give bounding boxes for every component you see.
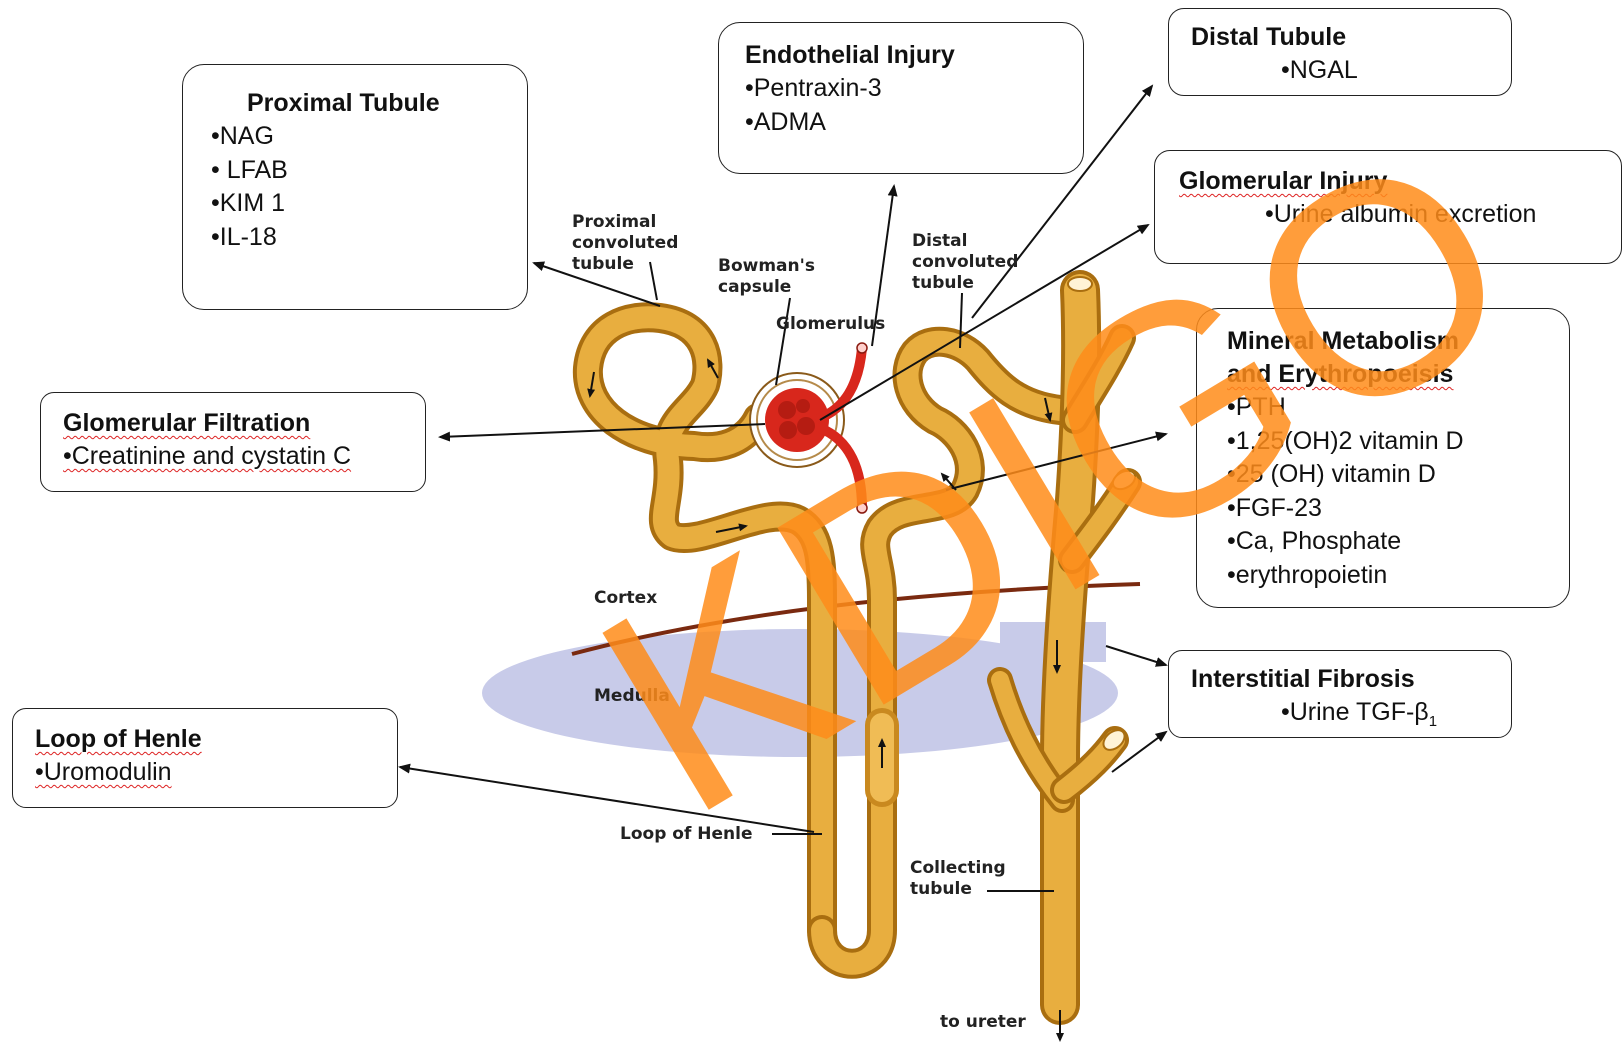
proximal-item: •IL-18 xyxy=(211,221,527,255)
proximal-tubule-title: Proximal Tubule xyxy=(211,87,527,120)
to-ureter-label: to ureter xyxy=(940,1012,1026,1033)
loop-of-henle-item: •Uromodulin xyxy=(35,756,397,790)
loop-of-henle-box: Loop of Henle •Uromodulin xyxy=(12,708,398,808)
proximal-item: • LFAB xyxy=(211,154,527,188)
endothelial-injury-box: Endothelial Injury •Pentraxin-3 •ADMA xyxy=(718,22,1084,174)
distal-tubule-box: Distal Tubule •NGAL xyxy=(1168,8,1512,96)
endothelial-item: •Pentraxin-3 xyxy=(745,72,1083,106)
distal-tubule-title: Distal Tubule xyxy=(1191,21,1511,54)
interstitial-fibrosis-title: Interstitial Fibrosis xyxy=(1191,663,1511,696)
distal-item: •NGAL xyxy=(1191,54,1511,88)
endothelial-injury-title: Endothelial Injury xyxy=(745,39,1083,72)
mineral-item: •erythropoietin xyxy=(1227,559,1569,593)
glomerular-filtration-item: •Creatinine and cystatin C xyxy=(63,440,425,474)
proximal-item: •NAG xyxy=(211,120,527,154)
interstitial-item: •Urine TGF-β1 xyxy=(1191,696,1511,739)
glomerular-filtration-title: Glomerular Filtration xyxy=(63,407,425,440)
proximal-item: •KIM 1 xyxy=(211,187,527,221)
proximal-tubule-box: Proximal Tubule •NAG • LFAB •KIM 1 •IL-1… xyxy=(182,64,528,310)
loop-of-henle-title: Loop of Henle xyxy=(35,723,397,756)
glomerulus-label: Glomerulus xyxy=(776,314,885,335)
glomerular-filtration-box: Glomerular Filtration •Creatinine and cy… xyxy=(40,392,426,492)
interstitial-fibrosis-box: Interstitial Fibrosis •Urine TGF-β1 xyxy=(1168,650,1512,738)
endothelial-item: •ADMA xyxy=(745,106,1083,140)
